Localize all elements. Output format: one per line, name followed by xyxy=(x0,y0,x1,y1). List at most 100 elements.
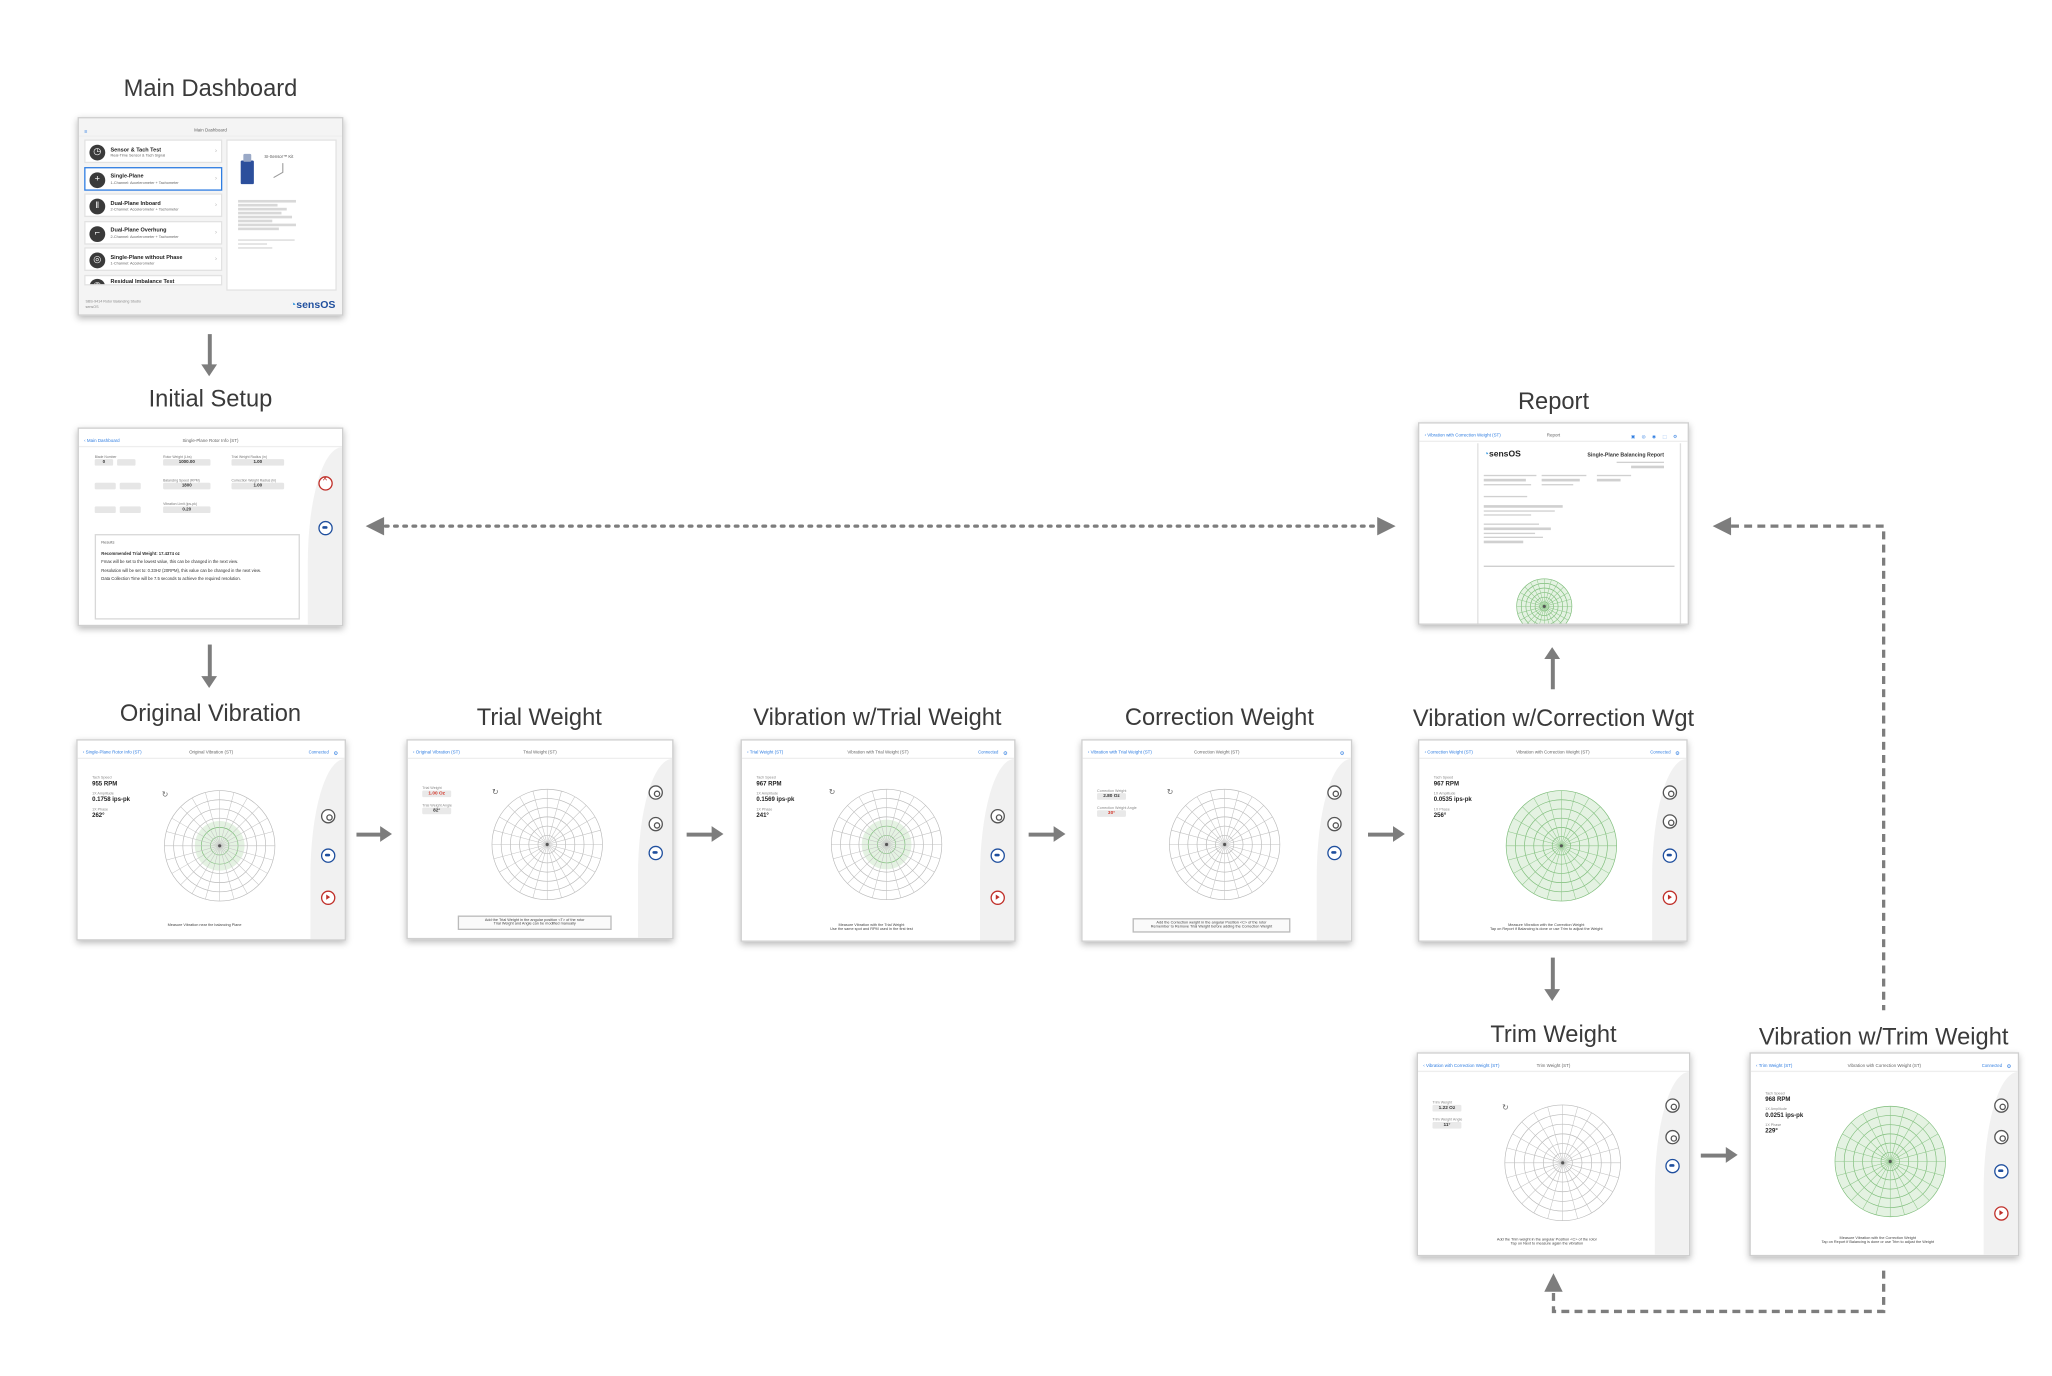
gauge-icon: ◷ xyxy=(89,144,106,161)
back-button[interactable]: ‹ Original Vibration (ST) xyxy=(413,749,460,756)
field-correction-weight-radius[interactable]: Correction Weight Radius (in) 1.00 xyxy=(231,479,285,490)
next-button[interactable] xyxy=(320,848,336,863)
back-button[interactable]: ‹ Vibration with Correction Weight (ST) xyxy=(1424,432,1501,439)
measure-button[interactable] xyxy=(990,890,1005,905)
measure-button[interactable] xyxy=(1994,1206,2009,1221)
trial-angle-field[interactable]: Trial Weight Angle 82° xyxy=(422,802,452,815)
chevron-left-icon: ‹ xyxy=(1756,1062,1759,1069)
config-button[interactable] xyxy=(990,808,1005,824)
dashed-link-vtrim-trim xyxy=(1551,1270,1886,1314)
chevron-left-icon: ‹ xyxy=(1087,749,1091,756)
dashboard-detail-panel: SI-Sensor™ Kit xyxy=(226,139,337,291)
clear-button[interactable] xyxy=(318,475,333,491)
sensos-logo-icon: ◔ xyxy=(1483,449,1489,460)
angle-button[interactable] xyxy=(1327,816,1342,832)
back-button[interactable]: ‹ Vibration with Trial Weight (ST) xyxy=(1087,749,1152,756)
reset-icon[interactable]: ↻ xyxy=(161,791,169,800)
menu-item-single-plane[interactable]: + Single-Plane 1-Channel: Accelerometer … xyxy=(84,166,223,191)
report-screen: ‹ Vibration with Correction Weight (ST) … xyxy=(1418,422,1689,625)
split-weight-button[interactable] xyxy=(1665,1098,1680,1113)
menu-item-sensor-test[interactable]: ◷ Sensor & Tach Test Real-Time Sensor & … xyxy=(84,139,223,164)
correction-weight-fields: Correction Weight 2.80 Oz Correction Wei… xyxy=(1097,788,1137,822)
gear-icon[interactable]: ⚙ xyxy=(1002,749,1008,757)
gear-icon[interactable]: ⚙ xyxy=(1675,749,1680,757)
chevron-right-icon: › xyxy=(214,201,218,210)
trim-button[interactable] xyxy=(1662,814,1678,829)
field-vibration-limit[interactable]: Vibration Limit (ips-pk) 0.20 xyxy=(163,502,211,514)
next-button[interactable] xyxy=(1665,1158,1680,1174)
field-leave-trial-toggle[interactable] xyxy=(94,502,148,514)
field-trial-weight-radius[interactable]: Trial Weight Radius (in) 1.00 xyxy=(231,455,285,466)
menu-icon[interactable]: ≡ xyxy=(84,127,88,135)
connection-status: Connected xyxy=(1650,749,1671,756)
chevron-left-icon: ‹ xyxy=(82,749,86,756)
gear-icon[interactable]: ⚙ xyxy=(1339,749,1345,757)
reset-icon[interactable]: ↻ xyxy=(1502,1104,1509,1113)
back-button[interactable]: ‹ Trial Weight (ST) xyxy=(747,749,784,756)
next-button[interactable] xyxy=(648,845,663,861)
split-weight-button[interactable] xyxy=(648,785,663,800)
gear-icon[interactable]: ⚙ xyxy=(333,749,339,757)
polar-grid xyxy=(1834,1105,1946,1218)
dashed-arrowhead-trim xyxy=(1544,1273,1563,1292)
back-button[interactable]: ‹ Vibration with Correction Weight (ST) xyxy=(1423,1062,1500,1069)
menu-item-dual-plane-inboard[interactable]: ‖ Dual-Plane Inboard 2-Channel: Accelero… xyxy=(84,193,223,218)
split-weight-button[interactable] xyxy=(1327,785,1342,800)
node-title-original-vibration: Original Vibration xyxy=(119,699,302,727)
trim-weight-fields: Trim Weight 1.22 Oz Trim Weight Angle 11… xyxy=(1432,1100,1462,1134)
back-button[interactable]: ‹ Correction Weight (ST) xyxy=(1424,749,1473,756)
report-button[interactable] xyxy=(1994,1164,2009,1179)
chevron-left-icon: ‹ xyxy=(84,438,87,444)
instruction-box: Add the Correction weight in the angular… xyxy=(1132,917,1291,933)
chevron-left-icon: ‹ xyxy=(1424,432,1428,439)
config-button[interactable] xyxy=(320,808,336,824)
trim-weight-field[interactable]: Trim Weight 1.22 Oz xyxy=(1432,1100,1462,1112)
trim-button[interactable] xyxy=(1994,1129,2009,1145)
back-button[interactable]: ‹ Trim Weight (ST) xyxy=(1756,1062,1793,1069)
next-button[interactable] xyxy=(990,848,1005,863)
polar-grid xyxy=(164,790,276,902)
config-button[interactable] xyxy=(1662,785,1678,800)
node-title-vibration-trial-weight: Vibration w/Trial Weight xyxy=(753,703,1002,731)
angle-button[interactable] xyxy=(1665,1129,1680,1145)
instruction-text: Measure Vibration with the Trial Weight … xyxy=(830,921,913,932)
reset-icon[interactable]: ↻ xyxy=(1166,789,1174,798)
field-rotor-weight[interactable]: Rotor Weight (Lbs) 1000.00 xyxy=(163,455,211,466)
correction-weight-screen: ‹ Vibration with Trial Weight (ST) Corre… xyxy=(1081,739,1353,942)
polar-plot xyxy=(1497,1097,1629,1230)
correction-angle-field[interactable]: Correction Weight Angle 30° xyxy=(1097,805,1137,817)
next-button[interactable] xyxy=(1327,845,1342,861)
measure-button[interactable] xyxy=(320,890,336,905)
polar-plot xyxy=(484,781,610,909)
trial-weight-field[interactable]: Trial Weight 1.00 Oz xyxy=(422,785,452,798)
sensos-logo-icon: ◔ xyxy=(289,298,297,311)
back-button[interactable]: ‹ Single-Plane Rotor Info (ST) xyxy=(82,749,142,756)
reset-icon[interactable]: ↻ xyxy=(491,789,499,798)
reset-icon[interactable]: ↻ xyxy=(828,789,836,798)
spec-lines xyxy=(233,199,330,251)
menu-item-dual-plane-overhung[interactable]: ⌐ Dual-Plane Overhung 2-Channel: Acceler… xyxy=(84,220,223,245)
node-title-correction-weight: Correction Weight xyxy=(1124,703,1314,731)
field-blade-number[interactable]: Blade Number 0 xyxy=(94,455,137,466)
field-balancing-speed[interactable]: Balancing Speed (RPM) 1800 xyxy=(163,479,211,490)
node-title-report: Report xyxy=(1517,388,1590,415)
correction-weight-field[interactable]: Correction Weight 2.80 Oz xyxy=(1097,787,1127,800)
next-button[interactable] xyxy=(318,520,333,536)
menu-item-single-plane-no-phase[interactable]: ◎ Single-Plane without Phase 1-Channel: … xyxy=(84,247,223,271)
polar-grid xyxy=(1504,1104,1621,1222)
sensor-kit-image xyxy=(240,153,254,185)
connection-status: Connected xyxy=(978,749,999,756)
measure-button[interactable] xyxy=(1662,890,1678,905)
gear-icon[interactable]: ⚙ xyxy=(2006,1062,2012,1070)
report-button[interactable] xyxy=(1662,848,1678,863)
share-toolbar-icons[interactable]: ▣ ◎ ◉ ⬚ ⚙ xyxy=(1630,434,1680,440)
field-units-toggle[interactable] xyxy=(94,479,148,490)
menu-item-residual-imbalance[interactable]: ◉ Residual Imbalance Test xyxy=(84,274,223,285)
trim-angle-field[interactable]: Trim Weight Angle 11° xyxy=(1432,1116,1463,1129)
back-button[interactable]: ‹ Main Dashboard xyxy=(84,438,120,444)
angle-button[interactable] xyxy=(648,816,663,832)
vibration-readout: Tach Speed 968 RPM 1X Amplitude 0.0251 i… xyxy=(1765,1090,1804,1134)
plus-icon: + xyxy=(89,171,106,188)
config-button[interactable] xyxy=(1994,1098,2009,1113)
